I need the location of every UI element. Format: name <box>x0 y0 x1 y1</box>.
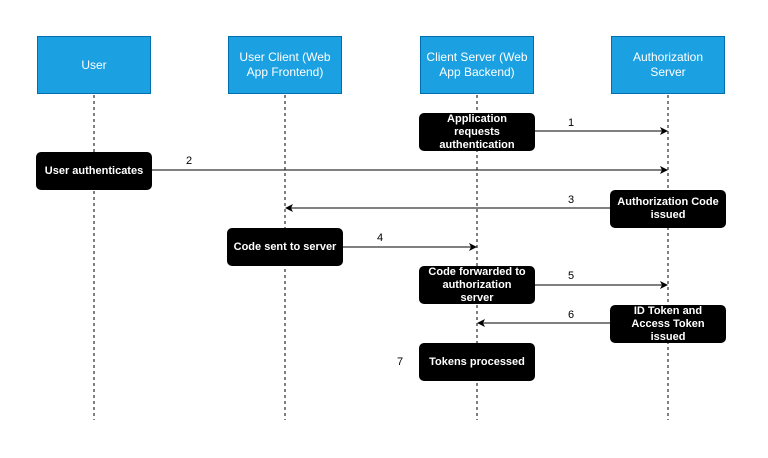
step-6-box[interactable]: ID Token and Access Token issued <box>610 305 726 343</box>
actor-user[interactable]: User <box>37 36 151 94</box>
step-7-box[interactable]: Tokens processed <box>419 343 535 381</box>
actor-user-client[interactable]: User Client (Web App Frontend) <box>228 36 342 94</box>
step-7-number: 7 <box>397 356 404 368</box>
step-6-number: 6 <box>568 309 575 321</box>
actor-authorization-server[interactable]: Authorization Server <box>611 36 725 94</box>
step-2-number: 2 <box>186 155 193 167</box>
step-2-box[interactable]: User authenticates <box>36 152 152 190</box>
step-3-number: 3 <box>568 194 575 206</box>
step-1-number: 1 <box>568 117 575 129</box>
actor-client-server[interactable]: Client Server (Web App Backend) <box>420 36 534 94</box>
step-4-box[interactable]: Code sent to server <box>227 228 343 266</box>
step-5-number: 5 <box>568 270 575 282</box>
step-3-box[interactable]: Authorization Code issued <box>610 190 726 228</box>
step-1-box[interactable]: Application requests authentication <box>419 113 535 151</box>
step-5-box[interactable]: Code forwarded to authorization server <box>419 266 535 304</box>
step-4-number: 4 <box>377 232 384 244</box>
